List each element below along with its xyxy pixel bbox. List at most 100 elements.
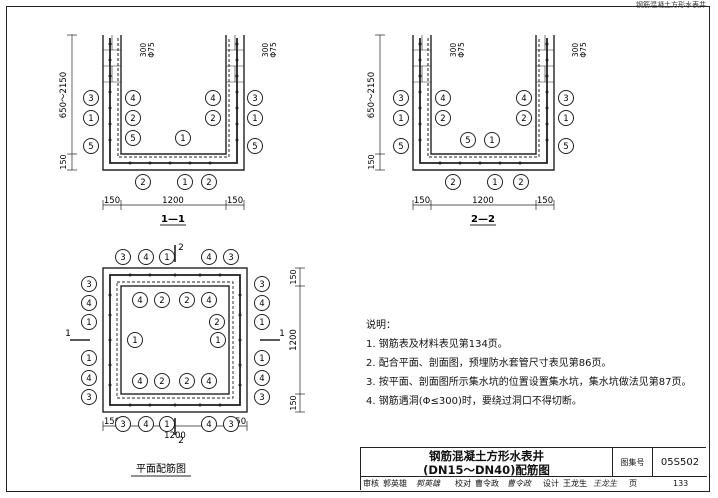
- bubble: 2: [205, 110, 221, 126]
- bubble: 5: [460, 132, 476, 148]
- bubble: 4: [201, 292, 217, 308]
- plan-cut-lines: [70, 245, 280, 435]
- svg-text:4: 4: [130, 94, 135, 104]
- bubble: 5: [558, 138, 574, 154]
- svg-text:4: 4: [86, 374, 91, 384]
- bubble: 3: [115, 416, 131, 432]
- bubble: 4: [201, 373, 217, 389]
- section2-title: 2—2: [471, 214, 495, 225]
- plan-outer-outline: [102, 267, 248, 413]
- bubble: 1: [487, 174, 503, 190]
- bubble: 1: [83, 110, 99, 126]
- bubble: 2: [513, 174, 529, 190]
- bubble: 2: [135, 174, 151, 190]
- svg-text:3: 3: [563, 94, 568, 104]
- svg-text:4: 4: [259, 299, 264, 309]
- svg-text:2: 2: [214, 318, 219, 328]
- plan-cut-label-right: 1: [279, 329, 285, 339]
- section1-outer-outline: [102, 35, 245, 171]
- svg-text:4: 4: [86, 299, 91, 309]
- section2-dim-bottom: 150: [367, 154, 376, 169]
- header-strip: 钢筋混凝土方形水表井: [636, 1, 706, 9]
- bubble: 1: [254, 314, 270, 330]
- plan-cut-label-top: 2: [178, 243, 184, 253]
- svg-text:3: 3: [86, 280, 91, 290]
- signature-row: 审核 郭英雄 郭英雄 校对 曹令政 曹令政 设计 王龙生 王龙生 页 133: [361, 477, 707, 491]
- section1-wall-bricks: [103, 35, 244, 83]
- section1-dim-top1-r: 300: [261, 43, 270, 58]
- bubble: 4: [81, 370, 97, 386]
- svg-text:1: 1: [252, 114, 257, 124]
- plan-view: [70, 245, 305, 435]
- section2-dimensions: [375, 34, 555, 210]
- svg-text:5: 5: [465, 136, 470, 146]
- svg-text:3: 3: [228, 420, 233, 430]
- bubble: 3: [115, 249, 131, 265]
- page-number: 133: [673, 479, 689, 488]
- review-signature: 郭英雄: [416, 479, 440, 488]
- plan-dim-mid: 1200: [164, 431, 186, 441]
- svg-text:1: 1: [563, 114, 568, 124]
- bubble: 1: [177, 174, 193, 190]
- atlas-label: 图集号: [613, 448, 653, 477]
- svg-text:2: 2: [518, 178, 523, 188]
- section2-dim-top2-r: Φ75: [579, 42, 588, 58]
- bubble: 1: [81, 314, 97, 330]
- svg-text:1: 1: [215, 336, 220, 346]
- bubble: 4: [254, 295, 270, 311]
- section2-inner-outline: [430, 35, 537, 155]
- section2-bubbles: 3 1 5 4 2 5 1 4 2 3 1 5 2 1 2: [393, 90, 574, 190]
- bubble: 3: [81, 276, 97, 292]
- section2-dim-right: 150: [537, 196, 553, 206]
- check-label: 校对: [455, 479, 471, 488]
- section1-title: 1—1: [161, 214, 185, 225]
- check-signature: 曹令政: [507, 479, 531, 488]
- bubble: 5: [125, 130, 141, 146]
- bubble: 2: [125, 110, 141, 126]
- bubble: 4: [516, 90, 532, 106]
- design-notes: 说明： 1. 钢筋表及材料表见第134页。 2. 配合平面、剖面图，预埋防水套管…: [366, 316, 691, 411]
- bubble: 1: [159, 416, 175, 432]
- svg-text:1: 1: [88, 114, 93, 124]
- bubble: 3: [558, 90, 574, 106]
- plan-dim-v-bottom: 150: [289, 395, 298, 410]
- svg-text:1: 1: [492, 178, 497, 188]
- section1-rebar-dots: [108, 42, 239, 165]
- section2-wall-bricks: [413, 35, 554, 83]
- section2-dim-top1: 300: [449, 43, 458, 58]
- drawing-title-line2: (DN15～DN40)配筋图: [423, 463, 550, 477]
- plan-title: 平面配筋图: [136, 462, 186, 475]
- bubble: 2: [435, 110, 451, 126]
- title-block: 钢筋混凝土方形水表井 (DN15～DN40)配筋图 图集号 05S502 审核 …: [360, 447, 707, 491]
- plan-cut-label-bottom: 2: [178, 436, 184, 446]
- bubble: 3: [254, 389, 270, 405]
- section1-outer-rebar: [109, 38, 238, 164]
- svg-text:5: 5: [252, 142, 257, 152]
- svg-text:4: 4: [440, 94, 445, 104]
- svg-text:4: 4: [521, 94, 526, 104]
- design-signature: 王龙生: [593, 479, 617, 488]
- svg-text:4: 4: [143, 253, 148, 263]
- section1-dim-height: 650～2150: [59, 72, 69, 118]
- svg-text:2: 2: [184, 296, 189, 306]
- svg-text:3: 3: [398, 94, 403, 104]
- svg-text:1: 1: [182, 178, 187, 188]
- bubble: 4: [138, 249, 154, 265]
- section1-dim-top2: Φ75: [147, 42, 156, 58]
- bubble: 4: [254, 370, 270, 386]
- bubble: 1: [175, 130, 191, 146]
- svg-text:3: 3: [259, 393, 264, 403]
- bubble: 4: [435, 90, 451, 106]
- bubble: 2: [154, 292, 170, 308]
- bubble: 4: [81, 295, 97, 311]
- svg-text:3: 3: [252, 94, 257, 104]
- svg-text:1: 1: [180, 134, 185, 144]
- section1-dim-left: 150: [104, 196, 120, 206]
- bubble: 4: [201, 249, 217, 265]
- bubble: 4: [125, 90, 141, 106]
- plan-dim-v-top: 150: [289, 269, 298, 284]
- plan-rebar-dots: [108, 273, 242, 407]
- svg-text:1: 1: [164, 253, 169, 263]
- section-2-2: [375, 34, 555, 210]
- plan-inner-outline: [120, 285, 230, 395]
